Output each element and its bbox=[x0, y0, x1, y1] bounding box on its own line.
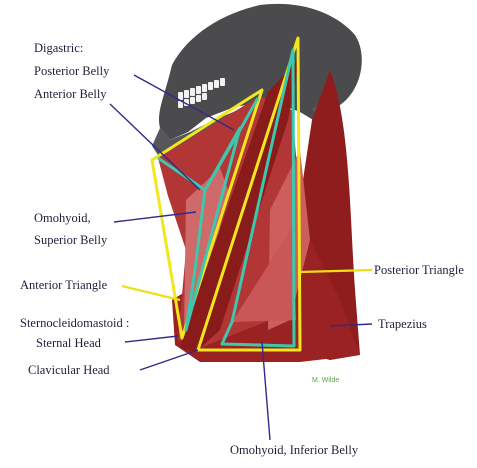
label-anterior-triangle: Anterior Triangle bbox=[20, 278, 108, 292]
label-anterior-belly: Anterior Belly bbox=[34, 87, 107, 101]
label-omohyoid-superior-1: Omohyoid, bbox=[34, 211, 91, 225]
label-posterior-triangle: Posterior Triangle bbox=[374, 263, 464, 277]
label-trapezius: Trapezius bbox=[378, 317, 427, 331]
pointer-sternal-head bbox=[125, 336, 178, 342]
label-digastric-title: Digastric: bbox=[34, 41, 83, 55]
artist-credit: M. Wilde bbox=[312, 377, 339, 384]
label-scm-title: Sternocleidomastoid : bbox=[20, 316, 129, 330]
pointer-anterior-triangle bbox=[122, 286, 180, 300]
label-posterior-belly: Posterior Belly bbox=[34, 64, 110, 78]
label-sternal-head: Sternal Head bbox=[36, 336, 102, 350]
label-clavicular-head: Clavicular Head bbox=[28, 363, 110, 377]
pointer-clavicular-head bbox=[140, 350, 198, 370]
label-omohyoid-superior-2: Superior Belly bbox=[34, 233, 108, 247]
label-omohyoid-inferior: Omohyoid, Inferior Belly bbox=[230, 443, 359, 457]
